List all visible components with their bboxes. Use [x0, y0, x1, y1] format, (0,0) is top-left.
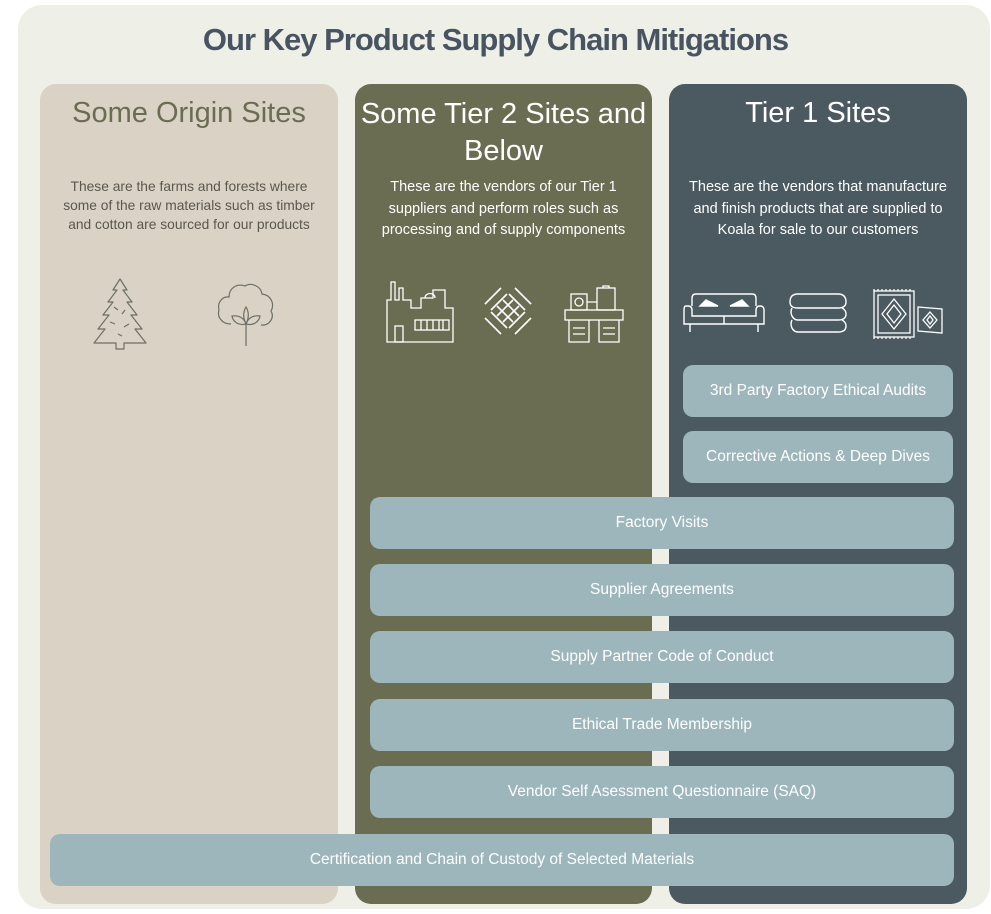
tier1-sites-heading: Tier 1 Sites: [745, 97, 891, 129]
mitigation-bar-code-of-conduct: Supply Partner Code of Conduct: [370, 631, 954, 683]
mitigation-bar-certification: Certification and Chain of Custody of Se…: [50, 834, 954, 886]
mitigation-bar-supplier-agreements: Supplier Agreements: [370, 564, 954, 616]
mitigation-bar-factory-visits: Factory Visits: [370, 497, 954, 549]
origin-sites-column: Some Origin Sites These are the farms an…: [40, 84, 338, 904]
tier2-sites-heading: Some Tier 2 Sites and Below: [360, 98, 647, 167]
origin-sites-description: These are the farms and forests where so…: [63, 179, 315, 232]
factory-icon: [385, 280, 455, 344]
mitigation-bar-corrective-actions: Corrective Actions & Deep Dives: [683, 431, 953, 483]
mitigation-bar-ethical-trade: Ethical Trade Membership: [370, 699, 954, 751]
origin-sites-heading: Some Origin Sites: [72, 97, 306, 129]
mitigation-bar-third-party-audits: 3rd Party Factory Ethical Audits: [683, 365, 953, 417]
rug-cushion-icon: [872, 287, 944, 341]
sofa-icon: [682, 292, 766, 334]
tier2-sites-description: These are the vendors of our Tier 1 supp…: [381, 179, 626, 238]
machinery-icon: [563, 284, 625, 344]
mitigation-bar-saq: Vendor Self Asessment Questionnaire (SAQ…: [370, 766, 954, 818]
woven-fabric-icon: [477, 280, 539, 342]
cotton-boll-icon: [215, 280, 277, 346]
diagram-title: Our Key Product Supply Chain Mitigations: [202, 22, 789, 57]
tier1-sites-description: These are the vendors that manufacture a…: [689, 179, 947, 238]
pine-tree-icon: [92, 277, 148, 351]
folded-towels-icon: [788, 292, 848, 336]
